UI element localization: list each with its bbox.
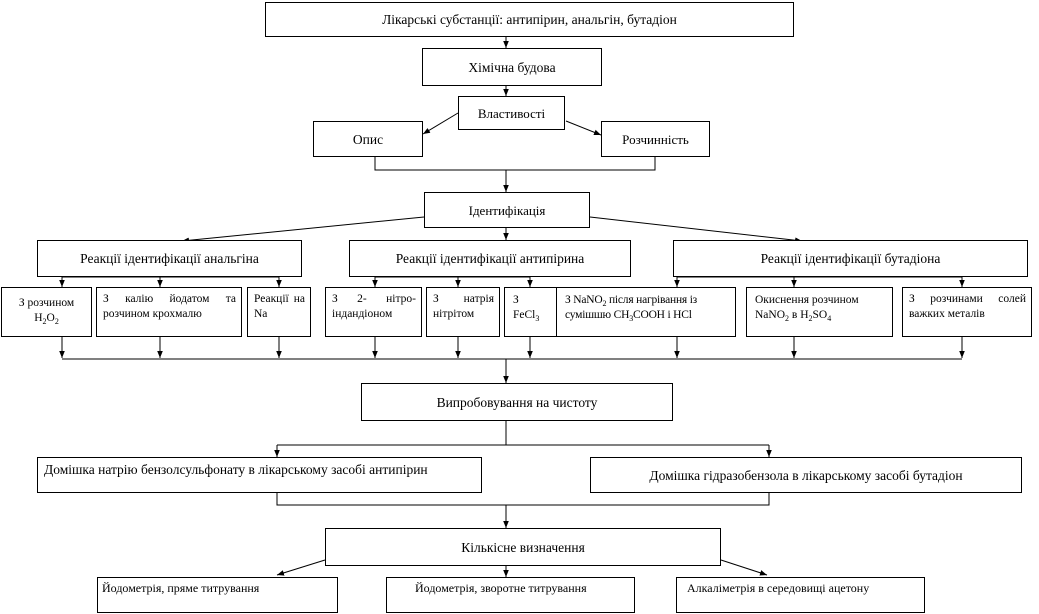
arrow-to-alkalimetry [720, 559, 768, 576]
reaction-fecl3-nano2-box: З FeCl3 З NaNO2 після нагрівання із сумі… [504, 287, 736, 337]
reaction-heavy-metals-box: З розчинами солей важких металів [902, 287, 1032, 337]
arrow-identification-to-analgin [181, 216, 425, 244]
oxidation-text-line1: Окиснення розчином [755, 294, 859, 306]
reaction-sodium-nitrite-box: З натрія нітрітом [426, 287, 500, 337]
arrow-properties-to-solubility [565, 120, 602, 136]
h2o2-formula: H2O2 [34, 312, 59, 326]
chemical-structure-box: Хімічна будова [422, 48, 602, 86]
reaction-oxidation-box: Окиснення розчином NaNO2 в H2SO4 [746, 287, 893, 337]
method-direct-iodometry-box: Йодометрія, пряме титрування [97, 577, 338, 613]
method-alkalimetry-box: Алкаліметрія в середовищі ацетону [676, 577, 925, 613]
description-box: Опис [313, 121, 423, 157]
impurity-antipyrin-box: Домішка натрію бензолсульфонату в лікарс… [37, 457, 482, 493]
antipyrin-reactions-box: Реакції ідентифікації антипірина [349, 240, 631, 277]
analgin-reactions-box: Реакції ідентифікації анальгіна [37, 240, 302, 277]
reaction-nano2-cell: З NaNO2 після нагрівання із сумішшю CH3C… [565, 293, 735, 323]
identification-box: Ідентифікація [424, 192, 590, 228]
reaction-h2o2-box: З розчином H2O2 [1, 287, 92, 337]
reaction-sodium-box: Реакції на Na [247, 287, 311, 337]
fecl3-formula: FeCl3 [513, 309, 540, 323]
reaction-h2o2-label: З розчином [18, 297, 75, 309]
merge-properties [374, 157, 656, 171]
merge-impurities [276, 493, 770, 506]
arrow-properties-to-description [422, 112, 459, 135]
nano2-text-line2: сумішшю CH3COOH і HCl [565, 309, 692, 323]
purity-testing-box: Випробовування на чистоту [361, 383, 673, 421]
quantitative-determination-box: Кількісне визначення [325, 528, 721, 566]
nano2-text-line1: З NaNO2 після нагрівання із [565, 294, 698, 308]
impurity-butadion-box: Домішка гідразобензола в лікарському зас… [590, 457, 1022, 493]
butadion-reactions-box: Реакції ідентифікації бутадіона [673, 240, 1028, 277]
solubility-box: Розчинність [601, 121, 710, 157]
reaction-fecl3-label: З [513, 294, 519, 306]
oxidation-text-line2: NaNO2 в H2SO4 [755, 309, 832, 323]
reaction-potassium-iodate-box: З калію йодатом та розчином крохмалю [96, 287, 242, 337]
root-substances-box: Лікарські субстанції: антипірин, анальгі… [265, 2, 794, 37]
properties-box: Властивості [458, 96, 565, 130]
reaction-fecl3-cell: З FeCl3 [505, 288, 557, 336]
method-back-iodometry-box: Йодометрія, зворотне титрування [386, 577, 635, 613]
reaction-nitroindandione-box: З 2- нітро-індандіоном [325, 287, 422, 337]
arrow-to-direct [276, 559, 326, 576]
arrow-identification-to-butadion [589, 216, 803, 243]
